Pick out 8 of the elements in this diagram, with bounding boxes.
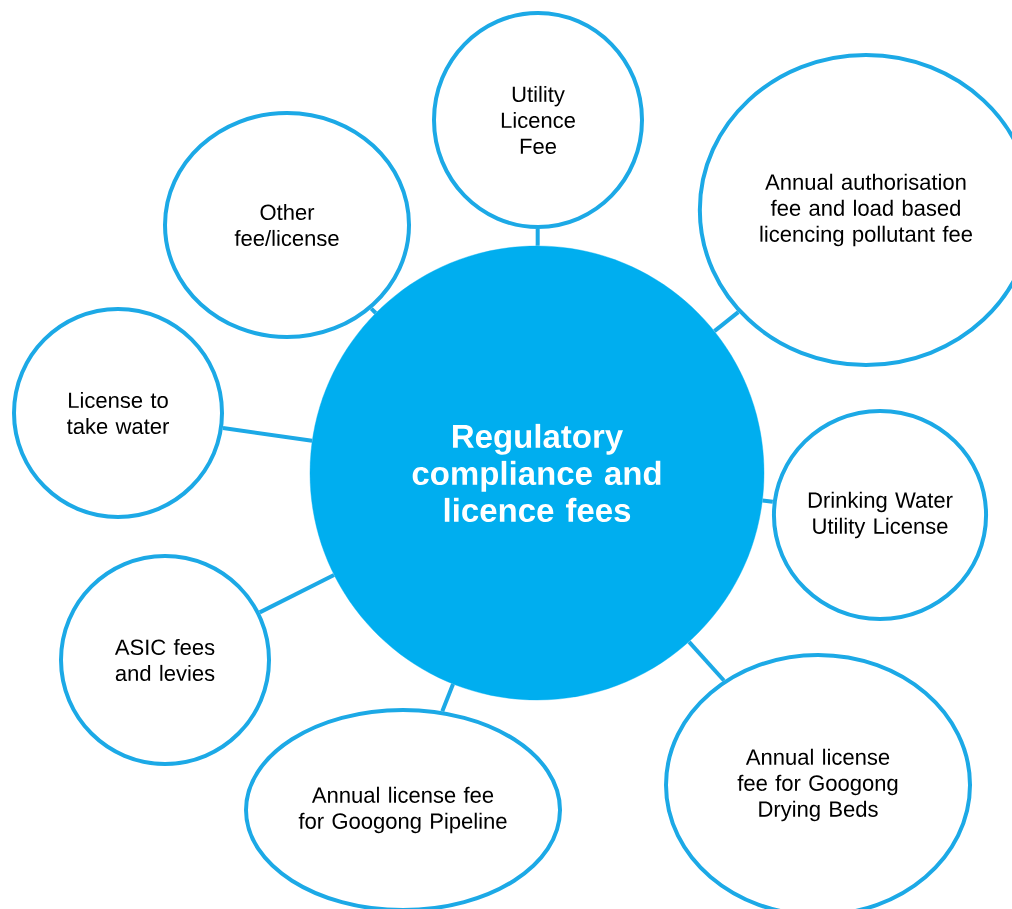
connector-line — [369, 307, 378, 315]
connector-line — [258, 573, 335, 615]
connector-line — [222, 426, 313, 443]
connector-line — [687, 640, 726, 682]
connector-line — [762, 498, 773, 504]
connector-line — [713, 310, 740, 333]
connector-line — [535, 228, 540, 246]
connector-line — [440, 683, 455, 712]
